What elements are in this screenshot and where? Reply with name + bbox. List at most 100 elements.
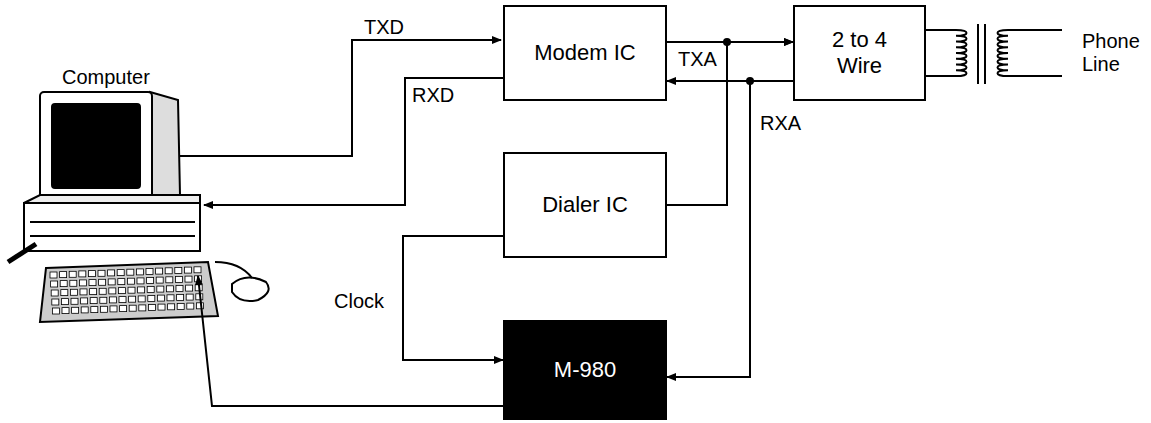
- mouse-cord: [215, 262, 252, 278]
- key: [158, 304, 165, 310]
- keyboard: [40, 262, 218, 322]
- ic-box: 2 to 4 Wire: [793, 5, 926, 101]
- key: [194, 267, 201, 273]
- key: [137, 278, 144, 284]
- key: [157, 286, 164, 292]
- transformer-core: [977, 24, 979, 84]
- key: [52, 308, 59, 314]
- key: [139, 305, 146, 311]
- key: [185, 276, 192, 282]
- key: [118, 279, 125, 285]
- ic-box: Dialer IC: [503, 152, 667, 258]
- key: [128, 287, 135, 293]
- key: [50, 272, 57, 278]
- key: [148, 305, 155, 311]
- box-label: Dialer IC: [542, 192, 628, 218]
- drive-slot: [30, 235, 195, 237]
- key: [175, 276, 182, 282]
- key: [51, 290, 58, 296]
- key: [109, 288, 116, 294]
- ic-box: Modem IC: [503, 5, 667, 101]
- mouse: [232, 277, 269, 301]
- key: [81, 307, 88, 313]
- signal-connector: [403, 236, 503, 360]
- key: [100, 297, 107, 303]
- box-label: 2 to 4 Wire: [815, 27, 905, 80]
- key: [62, 308, 69, 314]
- key: [127, 269, 134, 275]
- line-wire: [926, 29, 956, 31]
- key: [184, 267, 191, 273]
- key: [168, 304, 175, 310]
- key: [90, 289, 97, 295]
- box-label: M-980: [554, 357, 616, 383]
- key: [166, 286, 173, 292]
- key: [109, 297, 116, 303]
- system-unit: [24, 203, 200, 251]
- signal-name: RXA: [758, 112, 803, 135]
- key: [69, 271, 76, 277]
- key: [91, 307, 98, 313]
- key: [175, 267, 182, 273]
- coil-winding: [956, 30, 967, 76]
- line-wire: [926, 75, 956, 77]
- key: [186, 294, 193, 300]
- key: [177, 303, 184, 309]
- key: [61, 290, 68, 296]
- key: [187, 303, 194, 309]
- computer-illustration: [8, 92, 269, 322]
- key: [129, 305, 136, 311]
- text-stack: Dialer IC: [542, 192, 628, 218]
- stylus: [8, 244, 36, 262]
- key: [148, 296, 155, 302]
- key: [177, 294, 184, 300]
- key: [70, 289, 77, 295]
- transformer-core: [984, 24, 986, 84]
- key: [51, 281, 58, 287]
- key: [79, 280, 86, 286]
- key: [99, 279, 106, 285]
- signal-name: TXA: [676, 48, 719, 71]
- key: [98, 270, 105, 276]
- key: [146, 269, 153, 275]
- signal-name: TXD: [362, 16, 406, 39]
- key: [147, 287, 154, 293]
- box-label: Modem IC: [534, 40, 635, 66]
- key: [156, 268, 163, 274]
- key: [89, 280, 96, 286]
- txd-wire: [180, 40, 501, 156]
- rxd-wire: [204, 78, 503, 205]
- drive-slot: [30, 221, 195, 223]
- monitor-side: [150, 92, 180, 200]
- key: [88, 271, 95, 277]
- monitor: [40, 92, 152, 202]
- key: [70, 280, 77, 286]
- key: [99, 288, 106, 294]
- key: [176, 285, 183, 291]
- monitor-screen: [52, 104, 140, 188]
- computer-label: Computer: [60, 66, 152, 89]
- key: [157, 295, 164, 301]
- key: [186, 285, 193, 291]
- text-stack: 2 to 4 Wire: [815, 27, 905, 80]
- key: [79, 271, 86, 277]
- key: [52, 299, 59, 305]
- signal-name: RXD: [410, 84, 456, 107]
- key: [80, 289, 87, 295]
- key: [108, 279, 115, 285]
- device-box: M-980: [503, 320, 667, 420]
- text-stack: Modem IC: [534, 40, 635, 66]
- keyboard-keys: [50, 267, 203, 314]
- key: [90, 298, 97, 304]
- key: [147, 278, 154, 284]
- key: [119, 297, 126, 303]
- key: [167, 295, 174, 301]
- key: [81, 298, 88, 304]
- m980-to-computer-wire: [198, 276, 503, 406]
- key: [117, 270, 124, 276]
- signal-name: Clock: [332, 290, 386, 313]
- key: [138, 296, 145, 302]
- key: [61, 299, 68, 305]
- transformer-coils: [956, 30, 1008, 76]
- key: [110, 306, 117, 312]
